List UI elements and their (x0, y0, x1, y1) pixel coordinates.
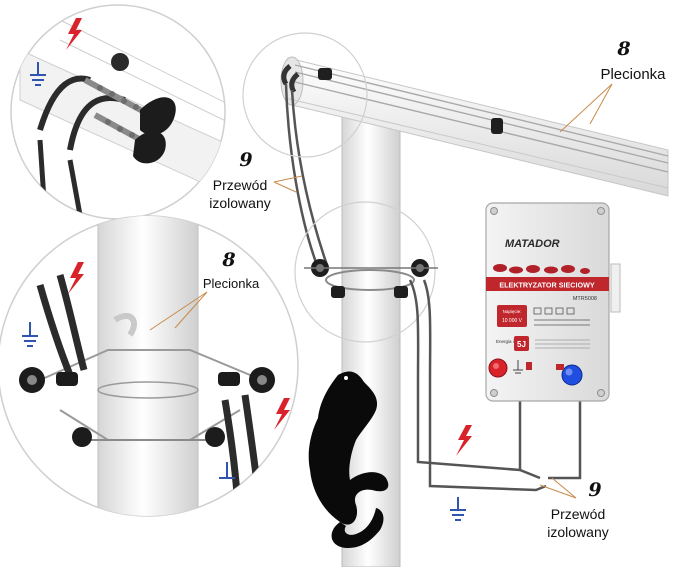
energy-label: Energia impulsu (496, 339, 529, 344)
leader-lines (149, 83, 613, 499)
callout-number-wire-bottom: 9 (588, 479, 601, 501)
pole-collar (304, 259, 438, 298)
callout-number-braid-inset: 8 (221, 249, 235, 271)
animal-silhouettes-icon (493, 264, 590, 274)
callout-number-braid-top: 8 (616, 38, 630, 60)
lightning-icon (68, 262, 84, 294)
callout-label-wire-mid-line1: Przewód (213, 177, 267, 193)
zoom-circle-arm (242, 32, 368, 158)
red-output-terminal (488, 358, 508, 378)
blue-ground-terminal (556, 364, 583, 386)
callout-label-wire-bottom-line2: izolowany (547, 524, 608, 540)
insulated-wire-collar-to-energizer (408, 279, 582, 492)
callout-label-braid-top: Plecionka (600, 66, 666, 83)
callout-number-wire-mid: 9 (239, 149, 252, 171)
voltage-label: Napięcie: (503, 309, 522, 314)
lightning-icon (456, 425, 472, 456)
lightning-icon (66, 18, 82, 50)
zoom-circle-collar (294, 201, 436, 343)
callout-label-braid-inset: Plecionka (203, 276, 260, 291)
energy-value: 5J (517, 340, 526, 349)
insulated-wire-arm-to-pole (284, 83, 330, 269)
certification-symbols (533, 307, 590, 326)
braid-wires-arm (294, 64, 669, 173)
callout-label-wire-bottom-line1: Przewód (551, 506, 605, 522)
brand-logo: MATADOR (505, 238, 560, 250)
device-model: MTR5008 (573, 296, 597, 302)
voltage-value: 10 000 V (502, 318, 523, 324)
energizer-device: MATADOR ELEKTRYZATOR SIECIOWY MTR5008 Na… (485, 202, 621, 402)
ground-icon (22, 322, 38, 347)
lightning-icon (274, 398, 290, 430)
ground-icon (450, 497, 466, 521)
ground-icon (219, 462, 235, 479)
callout-label-wire-mid-line2: izolowany (209, 195, 270, 211)
ground-terminal-icon (513, 360, 532, 374)
inset-pole-collar-detail (0, 215, 299, 517)
ground-icon (30, 62, 46, 86)
animal-silhouette-icon (308, 371, 389, 548)
inset-top-insulator-detail (10, 4, 226, 220)
device-title: ELEKTRYZATOR SIECIOWY (499, 281, 595, 290)
